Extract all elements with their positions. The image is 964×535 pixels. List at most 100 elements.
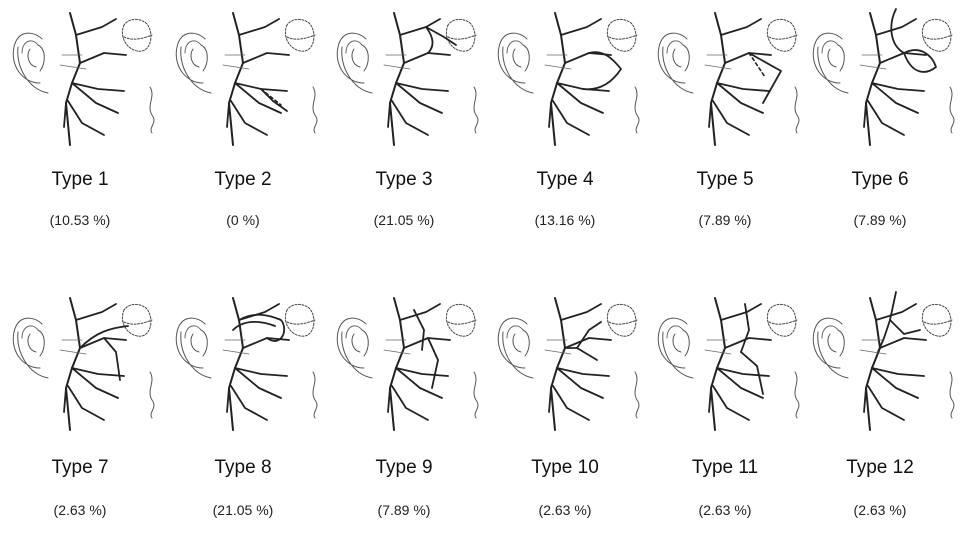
diagram-cell-type-8: Type 8 (21.05 %) [163, 290, 323, 535]
nerve-branch [227, 103, 229, 127]
nerve-branch [80, 338, 126, 348]
nerve-branch [388, 103, 390, 127]
nerve-branch [864, 388, 866, 412]
nerve-branch [721, 19, 761, 35]
diagram-cell-type-11: Type 11 (2.63 %) [645, 290, 805, 535]
cheek-contour [150, 87, 154, 133]
type-label: Type 10 [485, 457, 645, 479]
nerve-trunk [229, 298, 243, 430]
nerve-branch [384, 65, 410, 69]
nerve-branch [76, 304, 116, 320]
eye-outline [607, 304, 637, 336]
percent-label: (7.89 %) [645, 212, 805, 228]
nerve-branch [404, 53, 450, 63]
nerve-branch [545, 350, 571, 354]
nerve-branch [561, 304, 601, 320]
ear-outline [337, 33, 372, 93]
ear-inner-fold [346, 326, 362, 338]
percent-label: (0 %) [163, 212, 323, 228]
nerve-branch [868, 386, 904, 420]
nerve-branch [76, 19, 116, 35]
nerve-anastomosis [428, 338, 438, 388]
type-label: Type 5 [645, 169, 805, 191]
cheek-contour [313, 87, 317, 133]
nerve-trunk [229, 13, 243, 145]
nerve-branch [64, 103, 66, 127]
facial-nerve-diagram [0, 290, 160, 440]
nerve-branch [561, 19, 601, 35]
nerve-dotted-branch [428, 338, 438, 360]
nerve-anastomosis [741, 352, 763, 394]
percent-label: (2.63 %) [0, 502, 160, 518]
nerve-branch [80, 53, 126, 63]
ear-outline [658, 33, 693, 93]
ear-outline [13, 318, 48, 378]
eye-outline [285, 19, 315, 51]
nerve-branch [60, 350, 86, 354]
nerve-trunk [390, 13, 404, 145]
facial-nerve-diagram [485, 5, 645, 155]
facial-nerve-diagram [800, 290, 960, 440]
ear-inner-fold [667, 41, 683, 53]
eye-outline [767, 304, 797, 336]
nerve-branch [705, 65, 731, 69]
ear-inner-fold [185, 41, 201, 53]
nerve-branch [227, 388, 229, 412]
ear-outline [498, 33, 533, 93]
eye-outline [922, 304, 952, 336]
nerve-branch [553, 386, 589, 420]
cheek-contour [474, 87, 478, 133]
percent-label: (13.16 %) [485, 212, 645, 228]
facial-nerve-diagram [324, 5, 484, 155]
nerve-trunk [711, 298, 725, 430]
diagram-cell-type-4: Type 4 (13.16 %) [485, 5, 645, 250]
cheek-contour [795, 372, 799, 418]
nerve-branch [709, 388, 711, 412]
ear-outline [13, 33, 48, 93]
nerve-anastomosis [891, 9, 904, 53]
facial-nerve-diagram [485, 290, 645, 440]
nerve-branch [713, 386, 749, 420]
nerve-branch [876, 19, 916, 35]
nerve-trunk [66, 298, 80, 430]
cheek-contour [950, 372, 954, 418]
percent-label: (21.05 %) [324, 212, 484, 228]
eye-outline [607, 19, 637, 51]
diagram-cell-type-1: Type 1 (10.53 %) [0, 5, 160, 250]
nerve-branch [64, 388, 66, 412]
eye-outline [122, 19, 152, 51]
cheek-contour [474, 372, 478, 418]
nerve-branch [880, 53, 926, 63]
eye-outline [446, 304, 476, 336]
type-label: Type 12 [800, 457, 960, 479]
percent-label: (2.63 %) [485, 502, 645, 518]
cheek-contour [795, 87, 799, 133]
nerve-branch [860, 65, 886, 69]
nerve-branch [876, 304, 916, 320]
nerve-trunk [866, 298, 880, 430]
cheek-contour [950, 87, 954, 133]
ear-outline [813, 318, 848, 378]
nerve-trunk [66, 13, 80, 145]
nerve-branch [400, 19, 440, 35]
percent-label: (2.63 %) [800, 502, 960, 518]
nerve-branch [400, 304, 440, 320]
nerve-branch [384, 350, 410, 354]
nerve-anastomosis [890, 292, 920, 334]
ear-outline [813, 33, 848, 93]
nerve-branch [231, 101, 267, 135]
facial-nerve-diagram [800, 5, 960, 155]
diagram-cell-type-5: Type 5 (7.89 %) [645, 5, 805, 250]
cheek-contour [635, 372, 639, 418]
type-label: Type 8 [163, 457, 323, 479]
ear-outline [176, 318, 211, 378]
type-label: Type 9 [324, 457, 484, 479]
nerve-branch [545, 65, 571, 69]
ear-inner-fold [822, 41, 838, 53]
eye-outline [767, 19, 797, 51]
nerve-branch [243, 53, 289, 63]
nerve-branch [231, 386, 267, 420]
facial-nerve-diagram [0, 5, 160, 155]
nerve-branch [553, 101, 589, 135]
nerve-trunk [866, 13, 880, 145]
